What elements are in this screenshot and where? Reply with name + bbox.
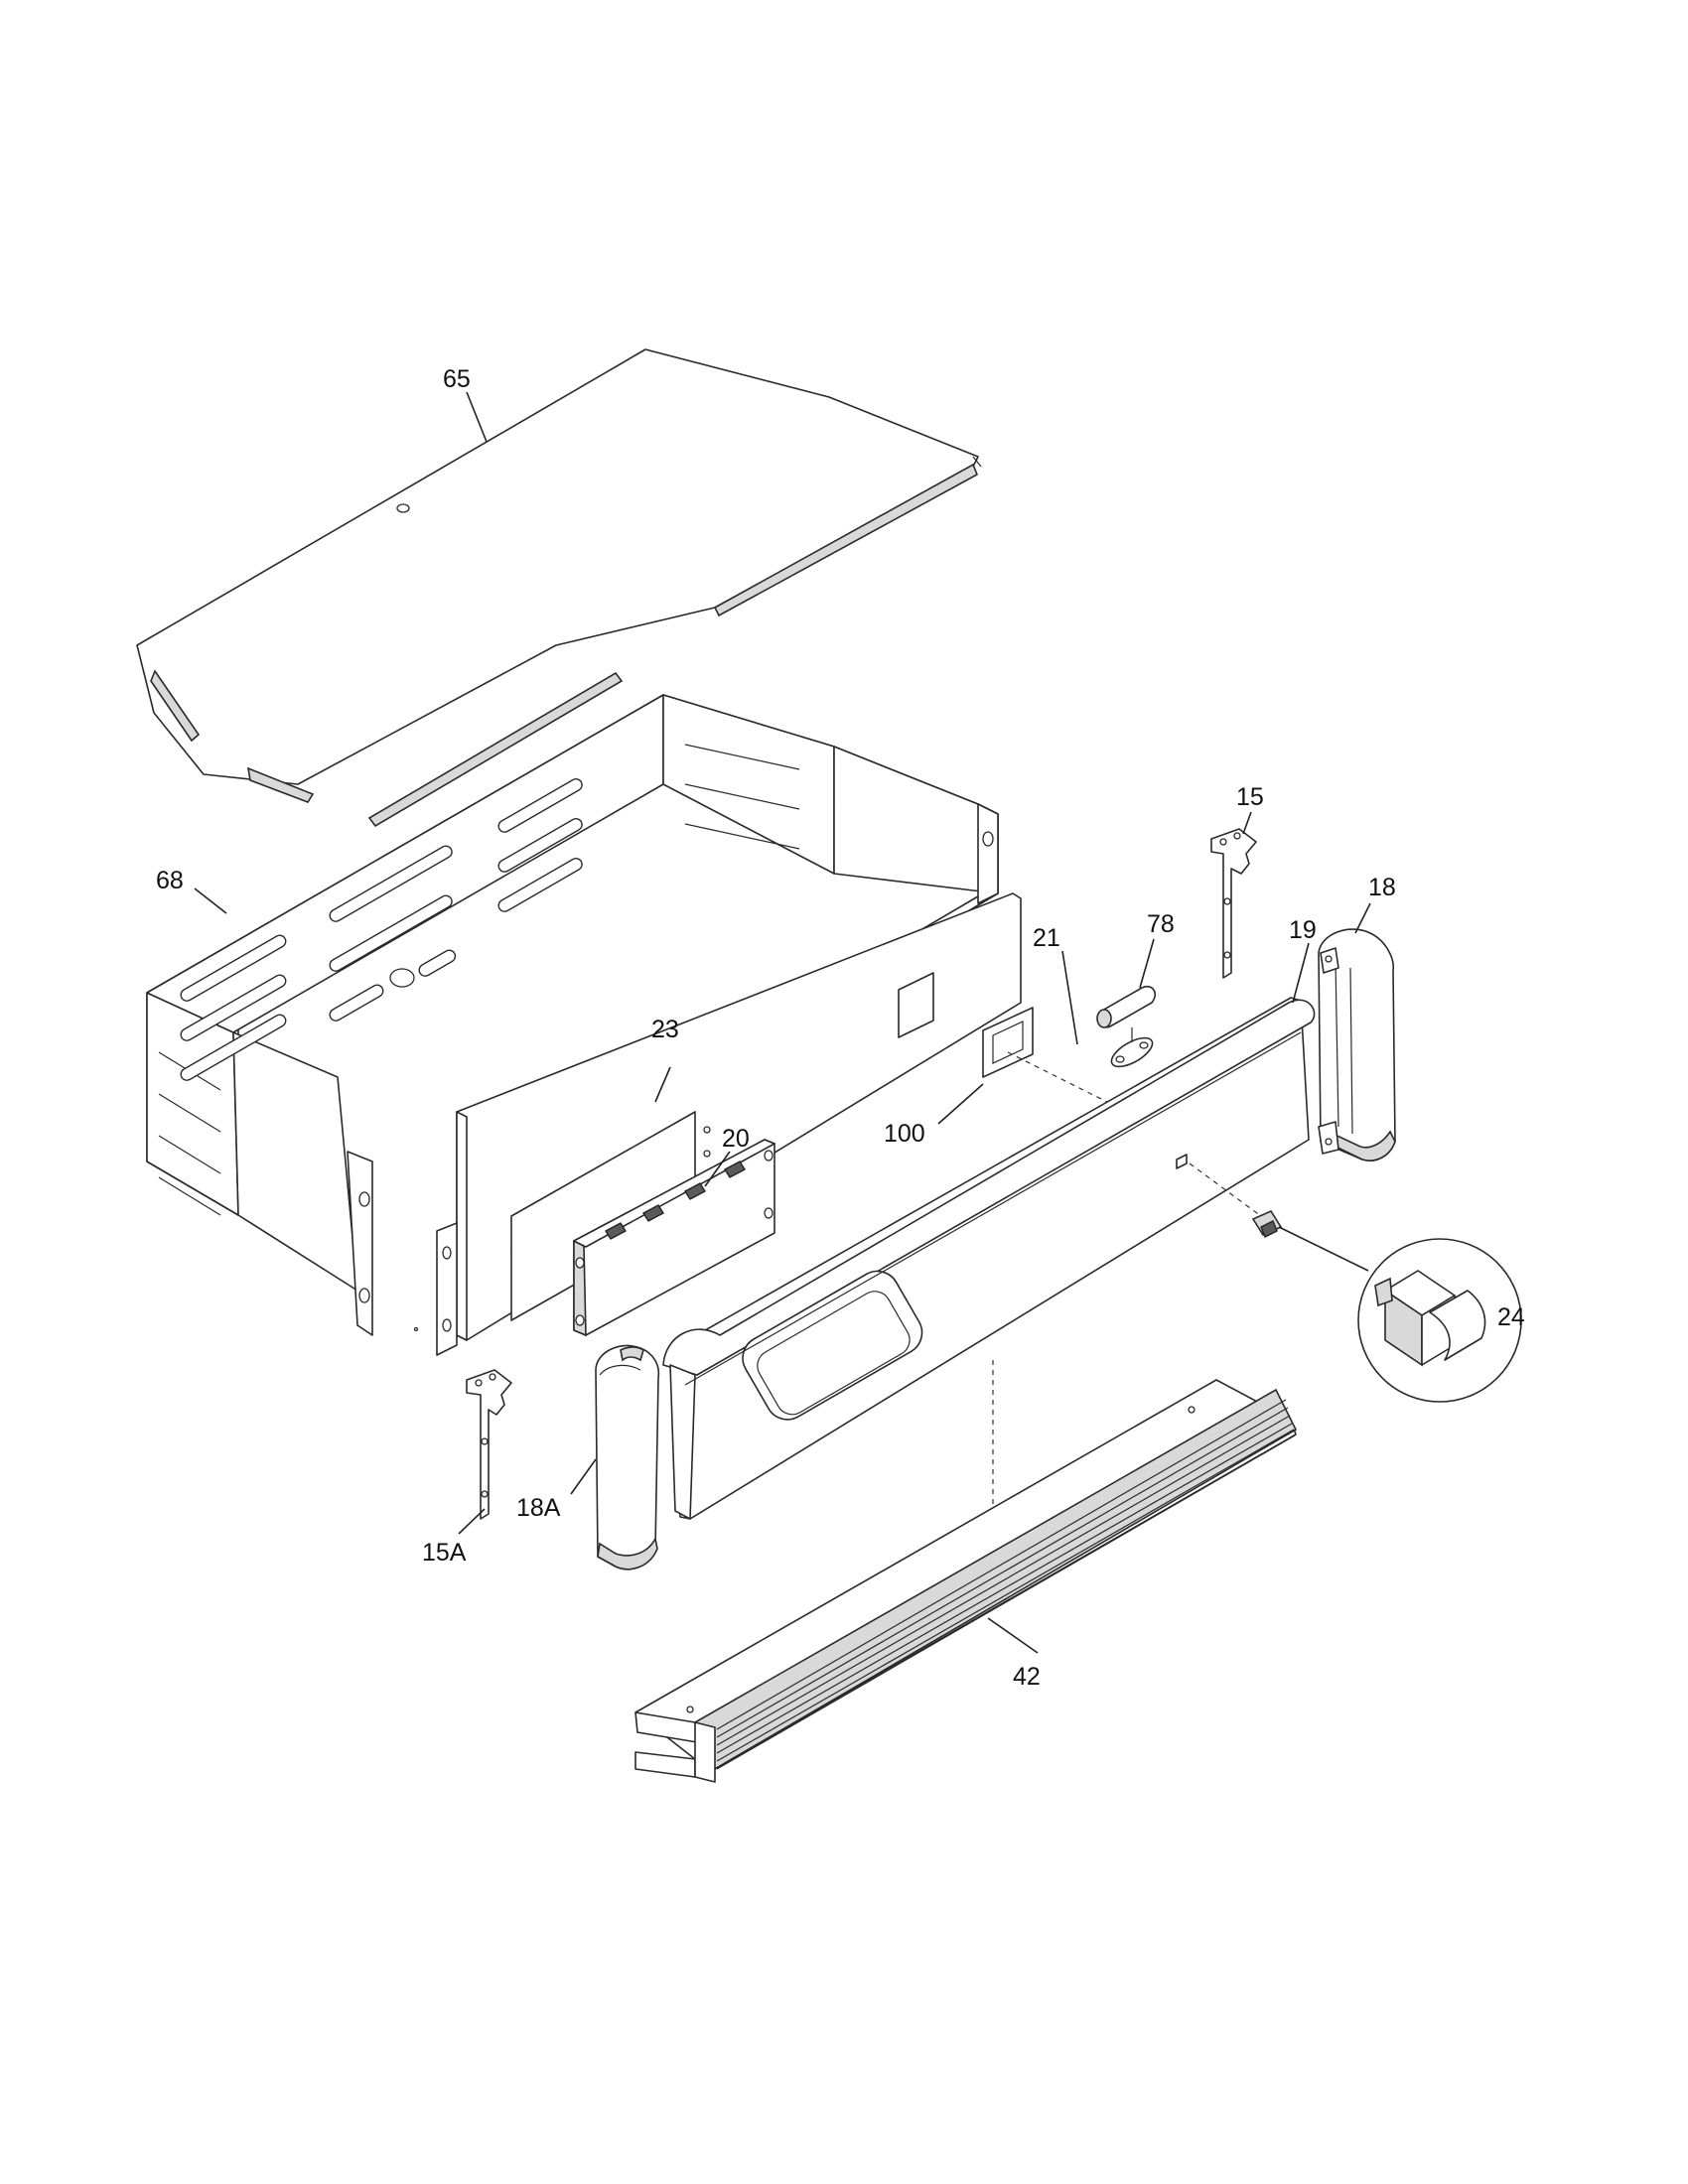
part-15A-left-bracket[interactable] [466, 1369, 512, 1520]
callout-15: 15 [1236, 783, 1264, 811]
callout-65: 65 [443, 365, 471, 393]
housing-front-slots [180, 777, 583, 1081]
part-42-trim-extrusion[interactable] [634, 1379, 1298, 1783]
callout-18: 18 [1368, 874, 1396, 901]
part-18-right-end-cap[interactable] [1318, 928, 1396, 1161]
callout-42: 42 [1013, 1663, 1041, 1691]
callout-23: 23 [651, 1016, 679, 1043]
leader-lines [194, 391, 1371, 1654]
callout-78: 78 [1147, 910, 1175, 938]
part-65-top-cover[interactable] [136, 348, 982, 828]
callout-68: 68 [156, 867, 184, 894]
part-68-outer-wrapper[interactable] [146, 694, 999, 1336]
part-24-rocker-switch[interactable] [1251, 1209, 1522, 1403]
trim-ribs [716, 1399, 1296, 1770]
switch-magnified-view [1374, 1270, 1486, 1367]
callout-labels: 65 68 23 20 100 21 78 15 18 19 24 18A 15… [156, 365, 1525, 1691]
callout-19: 19 [1289, 916, 1317, 944]
stray-dot [413, 1326, 419, 1332]
callout-24: 24 [1497, 1303, 1525, 1331]
part-100-touch-pad[interactable] [982, 1007, 1034, 1078]
callout-100: 100 [884, 1120, 925, 1148]
callout-15A: 15A [422, 1539, 467, 1567]
housing-back-vents [684, 744, 800, 850]
part-15-right-bracket[interactable] [1210, 828, 1257, 979]
part-18A-left-end-cap[interactable] [595, 1344, 660, 1570]
callout-20: 20 [722, 1125, 750, 1153]
callout-18A: 18A [516, 1494, 561, 1522]
part-21-main-control-panel[interactable] [662, 997, 1316, 1544]
callout-21: 21 [1033, 924, 1060, 952]
part-20-control-board[interactable] [573, 1139, 775, 1337]
part-78-indicator-bulb[interactable] [1096, 985, 1157, 1072]
